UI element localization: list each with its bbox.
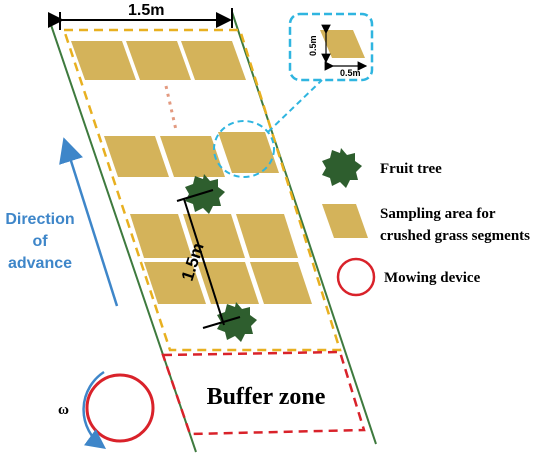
sample-square — [126, 41, 191, 80]
inset-width-label: 0.5m — [340, 68, 361, 78]
strip-width-label: 1.5m — [128, 2, 164, 19]
continuation-dots — [164, 85, 178, 131]
direction-arrow — [59, 137, 119, 307]
sampling-region — [62, 28, 342, 352]
legend-fruit-tree: Fruit tree — [380, 161, 442, 177]
sample-square — [197, 262, 259, 304]
highlight-connector — [267, 79, 323, 133]
legend-tree-icon — [322, 148, 362, 188]
highlight-circle — [213, 120, 275, 178]
legend-mowing-icon — [336, 257, 376, 297]
sample-square — [218, 132, 279, 173]
inset-sample-square — [320, 30, 365, 58]
fruit-tree-lower — [217, 302, 257, 342]
legend-mowing-device: Mowing device — [384, 270, 481, 286]
inset-height-label: 0.5m — [308, 35, 318, 56]
sample-square — [144, 262, 206, 304]
mowing-device — [85, 373, 155, 443]
inset-box — [288, 12, 374, 82]
rotation-label: ω — [58, 402, 69, 418]
buffer-zone-label: Buffer zone — [207, 384, 326, 410]
sample-block-bottom — [130, 214, 312, 304]
tree-spacing-tick-bottom — [202, 316, 241, 329]
legend-sample-icon — [322, 204, 368, 238]
sample-square — [181, 41, 246, 80]
sample-square — [236, 214, 298, 258]
direction-label-line2: of — [32, 233, 48, 250]
sample-square — [71, 41, 136, 80]
sample-row-top — [71, 41, 246, 80]
strip-border-left — [49, 21, 197, 453]
tree-spacing-line — [183, 198, 225, 326]
direction-label-line1: Direction — [5, 211, 74, 228]
rotation-arrow — [82, 370, 107, 449]
direction-label-line3: advance — [8, 255, 72, 272]
legend-sampling-line2: crushed grass segments — [380, 228, 530, 244]
legend-sampling-line1: Sampling area for — [380, 206, 496, 222]
sample-square — [104, 136, 169, 177]
sample-square — [160, 136, 225, 177]
tree-spacing-tick-top — [176, 189, 214, 202]
buffer-zone — [161, 350, 366, 436]
sample-row-middle — [104, 132, 279, 177]
sample-square — [250, 262, 312, 304]
sample-square — [130, 214, 192, 258]
fruit-tree-upper — [185, 174, 225, 214]
